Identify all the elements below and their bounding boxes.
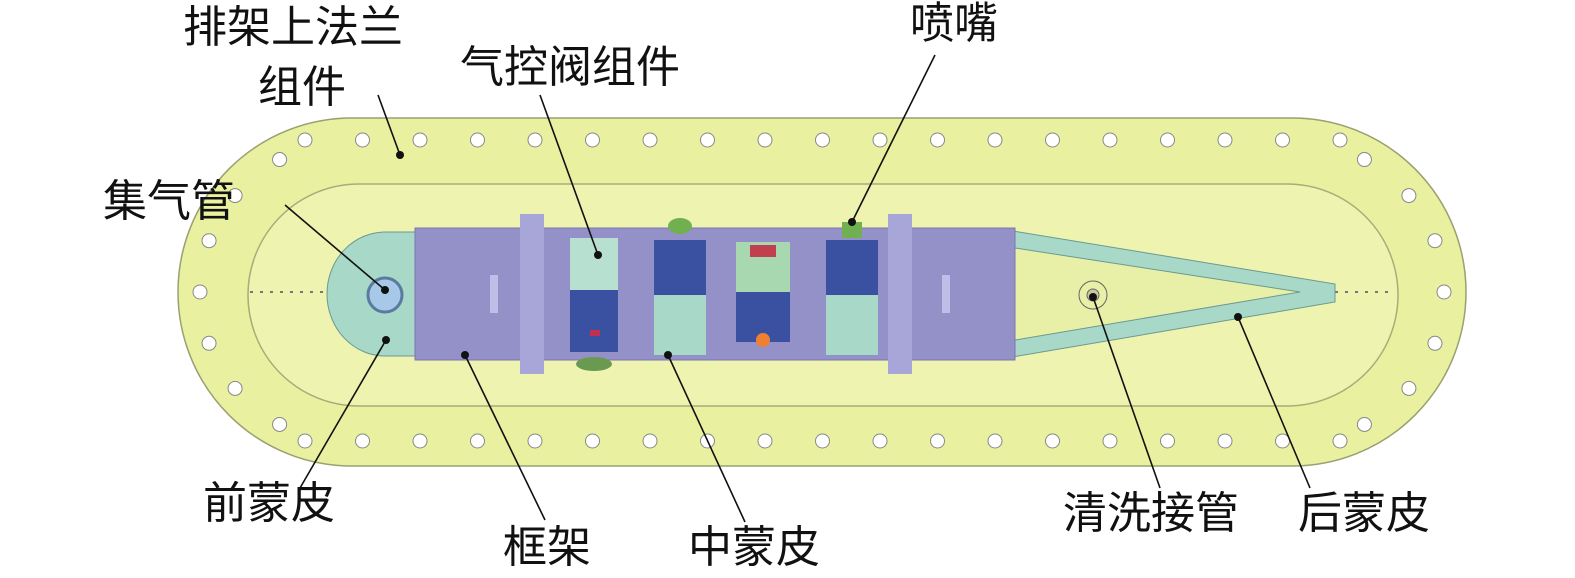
- frame-rib: [888, 214, 912, 374]
- frame-slot: [942, 275, 950, 313]
- bolt-hole: [1217, 132, 1233, 148]
- bolt-hole: [1332, 433, 1348, 449]
- frame: [414, 227, 1016, 361]
- bolt-hole: [297, 433, 313, 449]
- bolt-hole: [527, 433, 543, 449]
- label-frame: 框架: [503, 522, 591, 573]
- bolt-hole: [872, 433, 888, 449]
- label-flange: 排架上法兰: [183, 2, 403, 53]
- bolt-hole: [930, 132, 945, 148]
- bolt-hole: [1427, 233, 1443, 249]
- bolt-hole: [527, 132, 543, 148]
- bolt-hole: [757, 132, 773, 148]
- bolt-hole: [1356, 152, 1372, 168]
- bolt-hole: [272, 152, 288, 168]
- bolt-hole: [1217, 433, 1233, 449]
- bolt-hole: [585, 433, 600, 449]
- label-valve: 气控阀组件: [460, 42, 680, 93]
- label-rear-skin: 后蒙皮: [1298, 488, 1430, 539]
- bolt-holes: [192, 132, 1452, 449]
- bolt-hole: [272, 416, 288, 432]
- bolt-hole: [642, 132, 658, 148]
- bolt-hole: [1401, 188, 1417, 204]
- bolt-hole: [201, 335, 217, 351]
- bolt-hole: [412, 433, 428, 449]
- bolt-hole: [930, 433, 945, 449]
- label-wash-pipe: 清洗接管: [1063, 488, 1239, 539]
- bolt-hole: [700, 132, 715, 148]
- bolt-hole: [192, 284, 208, 300]
- bolt-hole: [1332, 132, 1348, 148]
- bolt-hole: [815, 132, 830, 148]
- label-front-skin: 前蒙皮: [203, 478, 335, 529]
- leader-dots: [381, 151, 1242, 359]
- bolt-hole: [872, 132, 888, 148]
- bolt-hole: [1045, 433, 1060, 449]
- label-manifold: 集气管: [103, 176, 235, 227]
- bolt-hole: [757, 433, 773, 449]
- bolt-hole: [201, 233, 217, 249]
- bolt-hole: [412, 132, 428, 148]
- label-flange-2: 组件: [258, 62, 346, 113]
- nozzle: [826, 222, 878, 355]
- wash-pipe: [1078, 280, 1108, 310]
- bolt-hole: [1160, 433, 1175, 449]
- bolt-hole: [1102, 132, 1118, 148]
- bolt-hole: [815, 433, 830, 449]
- bolt-hole: [1356, 416, 1372, 432]
- bolt-hole: [470, 132, 485, 148]
- label-middle-skin: 中蒙皮: [688, 522, 820, 573]
- bolt-hole: [1102, 433, 1118, 449]
- leader-lines: [284, 54, 1311, 523]
- bolt-hole: [470, 433, 485, 449]
- manifold: [366, 276, 404, 314]
- bolt-hole: [355, 132, 370, 148]
- bolt-hole: [1401, 380, 1417, 396]
- bolt-hole: [227, 188, 243, 204]
- valve-3: [736, 242, 790, 347]
- label-nozzle: 喷嘴: [910, 0, 998, 49]
- valve-assembly: [570, 238, 618, 371]
- bolt-hole: [987, 132, 1003, 148]
- bolt-hole: [355, 433, 370, 449]
- bolt-hole: [585, 132, 600, 148]
- bolt-hole: [987, 433, 1003, 449]
- bolt-hole: [297, 132, 313, 148]
- bolt-hole: [1436, 284, 1452, 300]
- bolt-hole: [1045, 132, 1060, 148]
- bolt-hole: [1427, 335, 1443, 351]
- frame-slot: [490, 275, 498, 313]
- frame-rib: [520, 214, 544, 374]
- bolt-hole: [1275, 132, 1290, 148]
- bolt-hole: [227, 380, 243, 396]
- valve-2: [654, 218, 706, 355]
- bolt-hole: [642, 433, 658, 449]
- bolt-hole: [1160, 132, 1175, 148]
